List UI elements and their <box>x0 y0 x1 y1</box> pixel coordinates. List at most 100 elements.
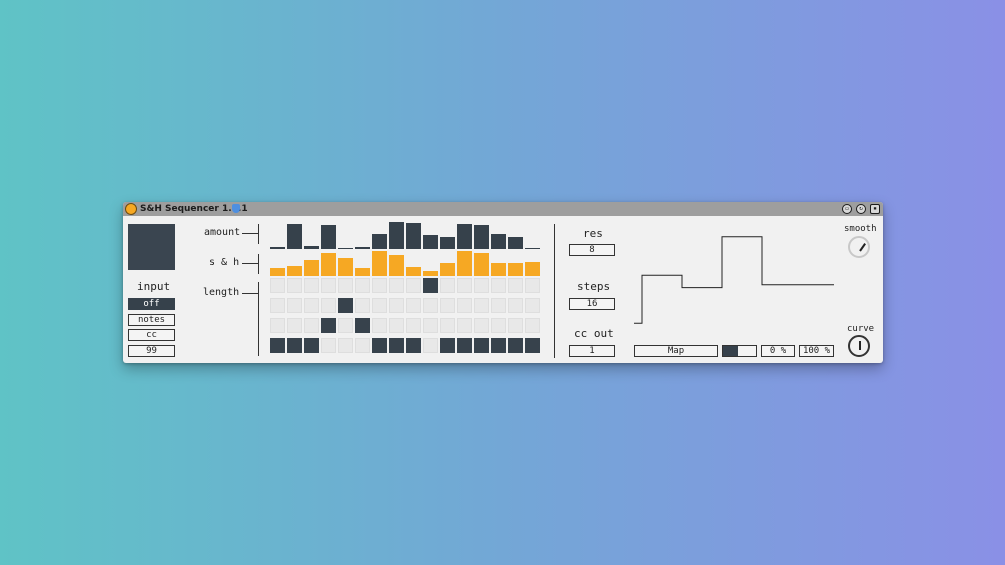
amount-bar-13[interactable] <box>474 225 489 249</box>
xy-pad[interactable] <box>128 224 175 270</box>
length-cell[interactable] <box>440 298 455 313</box>
length-cell[interactable] <box>508 318 523 333</box>
length-cell[interactable] <box>304 318 319 333</box>
pin-icon[interactable] <box>232 204 240 213</box>
amount-bar-16[interactable] <box>525 248 540 249</box>
length-cell[interactable] <box>474 278 489 293</box>
length-cell[interactable] <box>270 298 285 313</box>
length-cell[interactable] <box>491 318 506 333</box>
length-cell[interactable] <box>372 298 387 313</box>
length-cell[interactable] <box>287 338 302 353</box>
length-cell[interactable] <box>389 338 404 353</box>
length-cell[interactable] <box>338 278 353 293</box>
length-cell[interactable] <box>372 338 387 353</box>
map-min[interactable]: 0 % <box>761 345 795 357</box>
length-cell[interactable] <box>474 318 489 333</box>
length-cell[interactable] <box>270 338 285 353</box>
sh-bar-15[interactable] <box>508 263 523 276</box>
sh-bar-8[interactable] <box>389 255 404 276</box>
length-cell[interactable] <box>440 318 455 333</box>
amount-bar-3[interactable] <box>304 246 319 249</box>
steps-number[interactable]: 16 <box>569 298 615 310</box>
sh-bar-2[interactable] <box>287 266 302 276</box>
sh-bar-10[interactable] <box>423 271 438 276</box>
length-cell[interactable] <box>321 318 336 333</box>
sh-bar-3[interactable] <box>304 260 319 276</box>
length-cell[interactable] <box>355 338 370 353</box>
length-cell[interactable] <box>457 278 472 293</box>
length-cell[interactable] <box>355 278 370 293</box>
macro-map-icon[interactable]: ▭ <box>842 204 852 214</box>
sh-bar-5[interactable] <box>338 258 353 276</box>
length-cell[interactable] <box>508 338 523 353</box>
length-cell[interactable] <box>372 318 387 333</box>
sh-bar-16[interactable] <box>525 262 540 276</box>
length-cell[interactable] <box>491 298 506 313</box>
map-max[interactable]: 100 % <box>799 345 834 357</box>
length-cell[interactable] <box>525 278 540 293</box>
length-cell[interactable] <box>440 278 455 293</box>
length-cell[interactable] <box>525 338 540 353</box>
input-cc-number[interactable]: 99 <box>128 345 175 357</box>
input-mode-cc[interactable]: cc <box>128 329 175 341</box>
length-cell[interactable] <box>440 338 455 353</box>
input-mode-notes[interactable]: notes <box>128 314 175 326</box>
length-cell[interactable] <box>372 278 387 293</box>
cc-out-number[interactable]: 1 <box>569 345 615 357</box>
length-cell[interactable] <box>389 278 404 293</box>
length-cell[interactable] <box>406 298 421 313</box>
length-cell[interactable] <box>321 338 336 353</box>
curve-knob[interactable] <box>848 335 870 357</box>
length-cell[interactable] <box>321 298 336 313</box>
length-cell[interactable] <box>287 278 302 293</box>
length-cell[interactable] <box>304 338 319 353</box>
length-cell[interactable] <box>423 338 438 353</box>
length-cell[interactable] <box>525 298 540 313</box>
sh-bar-9[interactable] <box>406 267 421 276</box>
sh-bar-11[interactable] <box>440 263 455 276</box>
amount-bar-11[interactable] <box>440 237 455 249</box>
length-cell[interactable] <box>491 338 506 353</box>
amount-bar-12[interactable] <box>457 224 472 249</box>
length-cell[interactable] <box>406 278 421 293</box>
amount-bar-4[interactable] <box>321 225 336 249</box>
hot-swap-icon[interactable]: ↻ <box>856 204 866 214</box>
res-number[interactable]: 8 <box>569 244 615 256</box>
length-cell[interactable] <box>423 278 438 293</box>
amount-bar-1[interactable] <box>270 247 285 249</box>
length-cell[interactable] <box>304 278 319 293</box>
length-cell[interactable] <box>338 338 353 353</box>
length-cell[interactable] <box>423 298 438 313</box>
device-power-icon[interactable] <box>125 203 137 215</box>
sh-bar-14[interactable] <box>491 263 506 276</box>
amount-bar-6[interactable] <box>355 247 370 249</box>
length-cell[interactable] <box>457 338 472 353</box>
sh-bar-13[interactable] <box>474 253 489 276</box>
length-cell[interactable] <box>304 298 319 313</box>
length-cell[interactable] <box>389 318 404 333</box>
amount-bar-8[interactable] <box>389 222 404 249</box>
length-cell[interactable] <box>457 318 472 333</box>
input-mode-off[interactable]: off <box>128 298 175 310</box>
amount-bar-15[interactable] <box>508 237 523 249</box>
amount-bar-5[interactable] <box>338 248 353 249</box>
length-cell[interactable] <box>406 338 421 353</box>
length-cell[interactable] <box>474 338 489 353</box>
length-cell[interactable] <box>389 298 404 313</box>
sh-bar-1[interactable] <box>270 268 285 276</box>
length-cell[interactable] <box>338 298 353 313</box>
length-cell[interactable] <box>287 318 302 333</box>
length-cell[interactable] <box>287 298 302 313</box>
amount-bar-7[interactable] <box>372 234 387 249</box>
amount-multislider[interactable] <box>270 222 542 249</box>
save-preset-icon[interactable]: ▪ <box>870 204 880 214</box>
amount-bar-9[interactable] <box>406 223 421 249</box>
amount-bar-14[interactable] <box>491 234 506 249</box>
length-cell[interactable] <box>321 278 336 293</box>
length-cell[interactable] <box>423 318 438 333</box>
length-cell[interactable] <box>474 298 489 313</box>
smooth-knob[interactable] <box>848 236 870 258</box>
length-cell[interactable] <box>457 298 472 313</box>
sh-bar-7[interactable] <box>372 251 387 276</box>
sh-multislider[interactable] <box>270 251 542 276</box>
